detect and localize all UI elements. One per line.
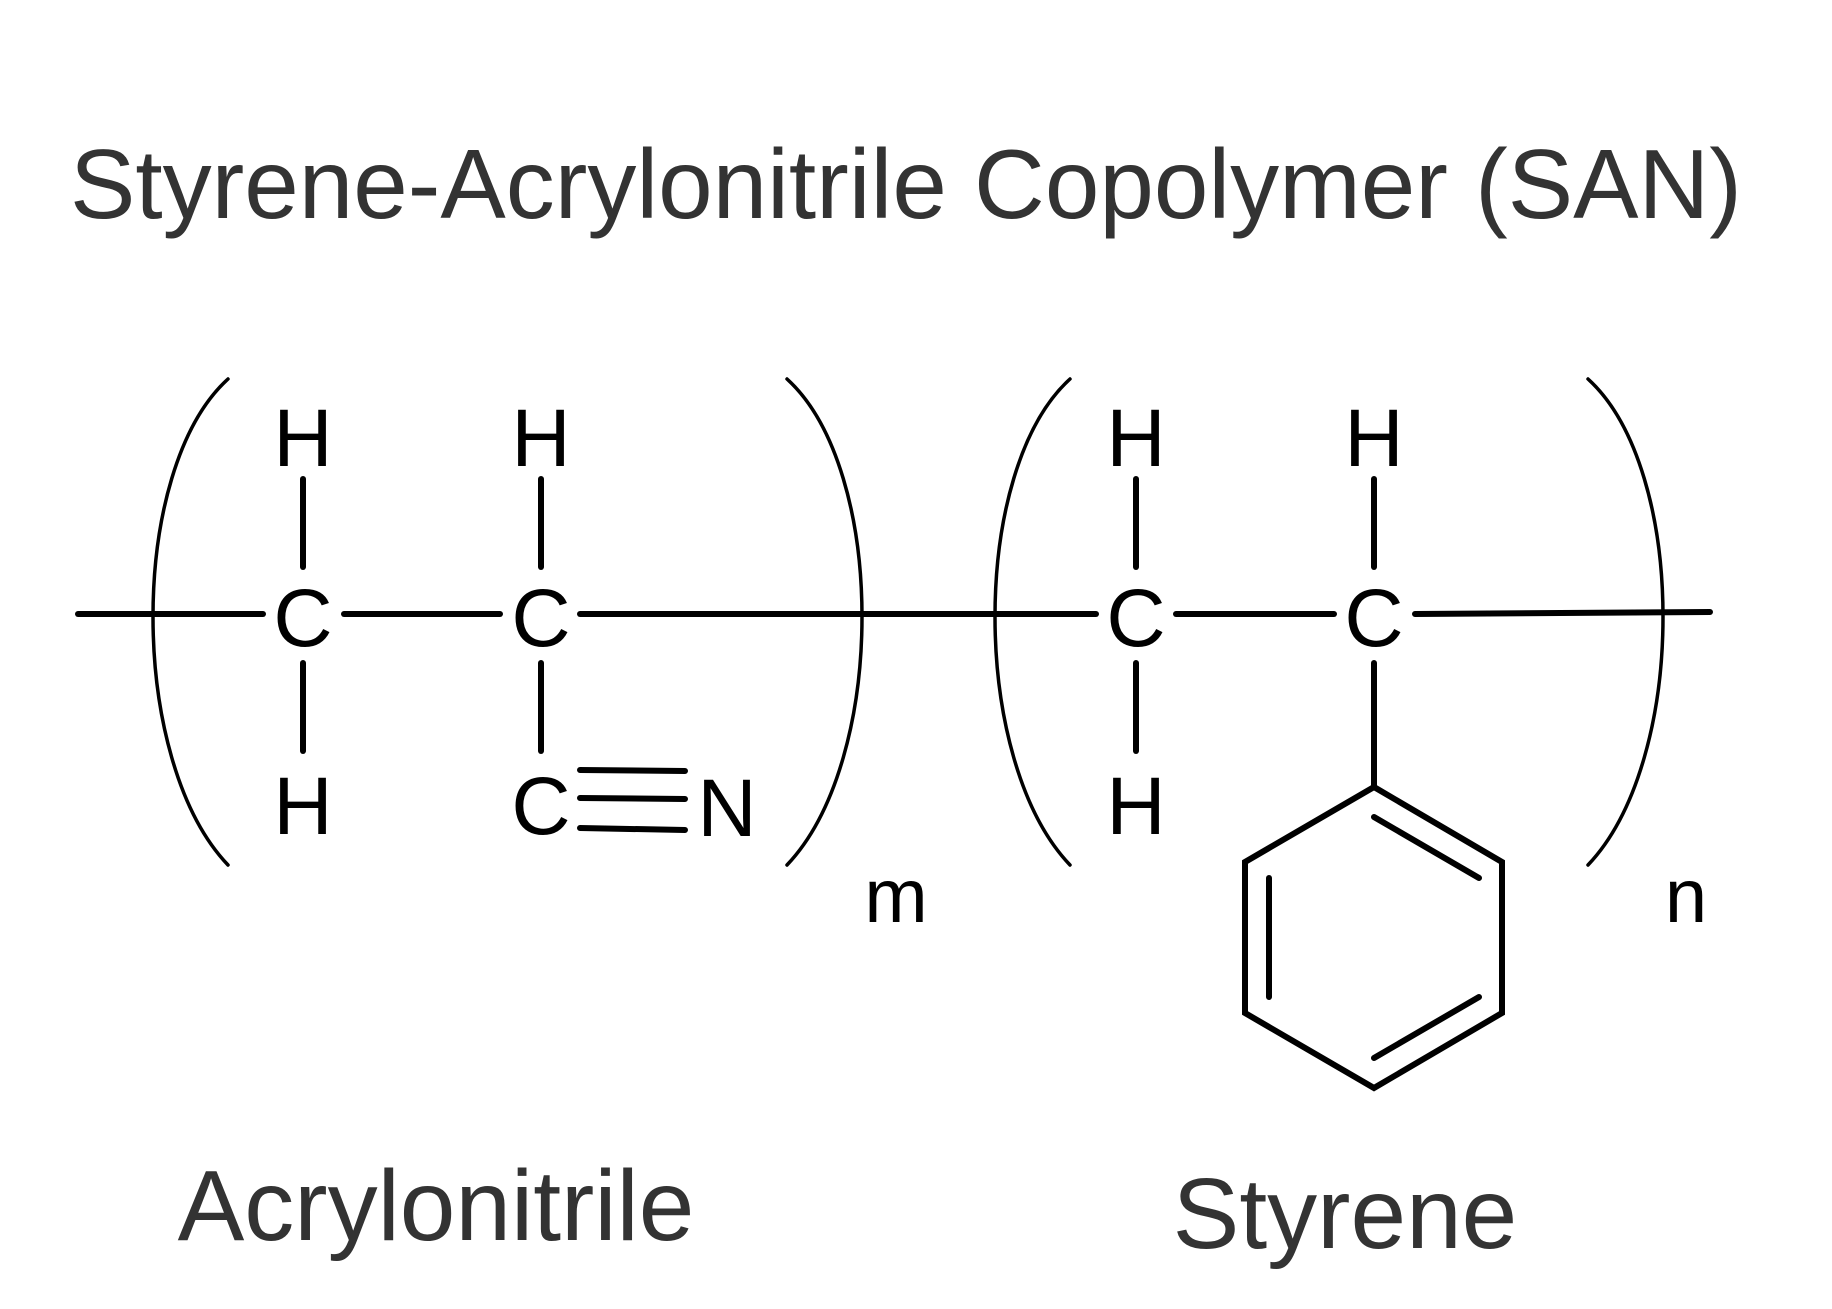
acrylonitrile-unit: H C H H C C N m: [151, 377, 928, 939]
atom-c-2: C: [511, 573, 570, 664]
atom-h-2-top: H: [511, 393, 570, 484]
triple-bond-line-1: [577, 767, 688, 774]
acrylonitrile-right-bracket: [785, 377, 864, 867]
subscript-n: n: [1665, 854, 1707, 939]
atom-c-nitrile: C: [511, 761, 570, 852]
triple-bond: [577, 767, 688, 833]
atom-h-3-bottom: H: [1106, 761, 1165, 852]
backbone-bonds: [75, 609, 1713, 617]
triple-bond-line-2: [577, 795, 688, 802]
benzene-ring: [1242, 783, 1505, 1092]
caption-acrylonitrile: Acrylonitrile: [178, 1150, 695, 1262]
benzene-inner-double-bond-1: [1371, 814, 1482, 881]
styrene-left-bracket: [993, 377, 1072, 867]
triple-bond-line-3: [577, 825, 688, 833]
diagram-title: Styrene-Acrylonitrile Copolymer (SAN): [70, 129, 1742, 239]
chain-end-right-bond: [1412, 609, 1713, 617]
styrene-right-bracket: [1586, 377, 1665, 867]
atom-h-1-bottom: H: [273, 761, 332, 852]
caption-styrene: Styrene: [1173, 1158, 1518, 1270]
benzene-hexagon: [1242, 783, 1505, 1092]
acrylonitrile-left-bracket: [151, 377, 230, 867]
atom-h-4-top: H: [1344, 393, 1403, 484]
atom-h-3-top: H: [1106, 393, 1165, 484]
atom-h-1-top: H: [273, 393, 332, 484]
atom-c-1: C: [273, 573, 332, 664]
subscript-m: m: [864, 854, 927, 939]
benzene-inner-double-bond-2: [1371, 994, 1482, 1061]
styrene-unit: H C H H C n: [993, 377, 1707, 1092]
atom-c-3: C: [1106, 573, 1165, 664]
atom-c-4: C: [1344, 573, 1403, 664]
atom-n-nitrile: N: [697, 763, 756, 854]
